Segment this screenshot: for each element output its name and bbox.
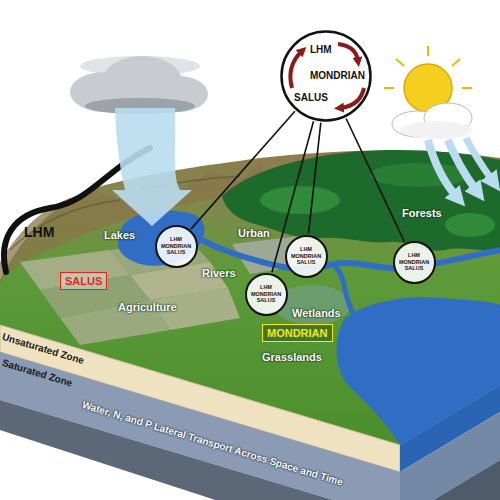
cycle-arrow <box>338 44 358 61</box>
model-name: SALUS <box>405 265 424 272</box>
river-branch <box>335 266 354 314</box>
cycle-arrow <box>340 88 364 108</box>
model-cycle-circle: LHM MONDRIAN SALUS <box>280 30 372 122</box>
sun-ray <box>396 59 404 66</box>
model-name: SALUS <box>297 259 316 266</box>
region-label: Lakes <box>104 228 135 242</box>
region-label: Rivers <box>202 266 236 280</box>
circle-outline <box>286 236 327 277</box>
sun-ray <box>462 87 472 89</box>
precipitation-arrow <box>112 108 192 226</box>
bedrock-layer <box>0 400 400 500</box>
model-name: MONDRIAN <box>251 291 281 298</box>
model-cycle-circle: LHMMONDRIANSALUS <box>155 225 198 268</box>
forest-patch <box>445 213 495 237</box>
model-name: SALUS <box>65 274 102 288</box>
forest-patch <box>370 163 470 187</box>
model-box: MONDRIAN <box>262 324 333 342</box>
circle-outline <box>394 242 435 283</box>
cycle-arrow <box>290 51 302 88</box>
circle-text-stack: LHMMONDRIANSALUS <box>393 241 436 284</box>
region-label: Urban <box>238 226 270 240</box>
side-bedrock-layer <box>400 460 500 500</box>
circle-outline <box>282 32 371 121</box>
connector-line <box>191 111 295 229</box>
model-cycle-circle: LHMMONDRIANSALUS <box>245 273 288 316</box>
connector-line <box>346 118 404 241</box>
circle-text-stack: LHMMONDRIANSALUS <box>245 273 288 316</box>
connector-line <box>308 123 320 234</box>
model-name: LHM <box>300 246 312 253</box>
model-name: MONDRIAN <box>267 326 328 340</box>
circle-outline <box>156 226 197 267</box>
model-label: LHM <box>24 224 54 240</box>
side-saturated-layer <box>400 412 500 500</box>
region-label: Forests <box>402 206 442 220</box>
model-name: LHM <box>310 44 332 56</box>
model-name: MONDRIAN <box>291 253 321 260</box>
model-name: LHM <box>408 252 420 259</box>
circle-outline <box>246 274 287 315</box>
region-label: Wetlands <box>292 306 341 320</box>
model-name: LHM <box>260 284 272 291</box>
circle-text-stack: LHMMONDRIANSALUS <box>285 235 328 278</box>
model-name: SALUS <box>294 92 328 104</box>
circle-text-stack: LHMMONDRIANSALUS <box>155 225 198 268</box>
region-label: Grasslands <box>262 350 322 364</box>
model-name: LHM <box>170 236 182 243</box>
model-box: SALUS <box>60 272 107 290</box>
model-name: MONDRIAN <box>399 259 429 266</box>
sun-ray <box>452 59 460 66</box>
river <box>198 238 500 269</box>
model-name: MONDRIAN <box>310 70 365 82</box>
sun-ray <box>384 87 394 89</box>
region-label: Agriculture <box>118 300 177 314</box>
model-name: MONDRIAN <box>161 243 191 250</box>
sun-ray <box>427 46 429 56</box>
model-name: SALUS <box>257 297 276 304</box>
model-cycle-circle: LHMMONDRIANSALUS <box>393 241 436 284</box>
radiation-arrow <box>466 138 492 180</box>
forest-patch <box>260 186 340 214</box>
model-name: SALUS <box>167 249 186 256</box>
sun-cloud <box>400 121 472 139</box>
model-cycle-circle: LHMMONDRIANSALUS <box>285 235 328 278</box>
